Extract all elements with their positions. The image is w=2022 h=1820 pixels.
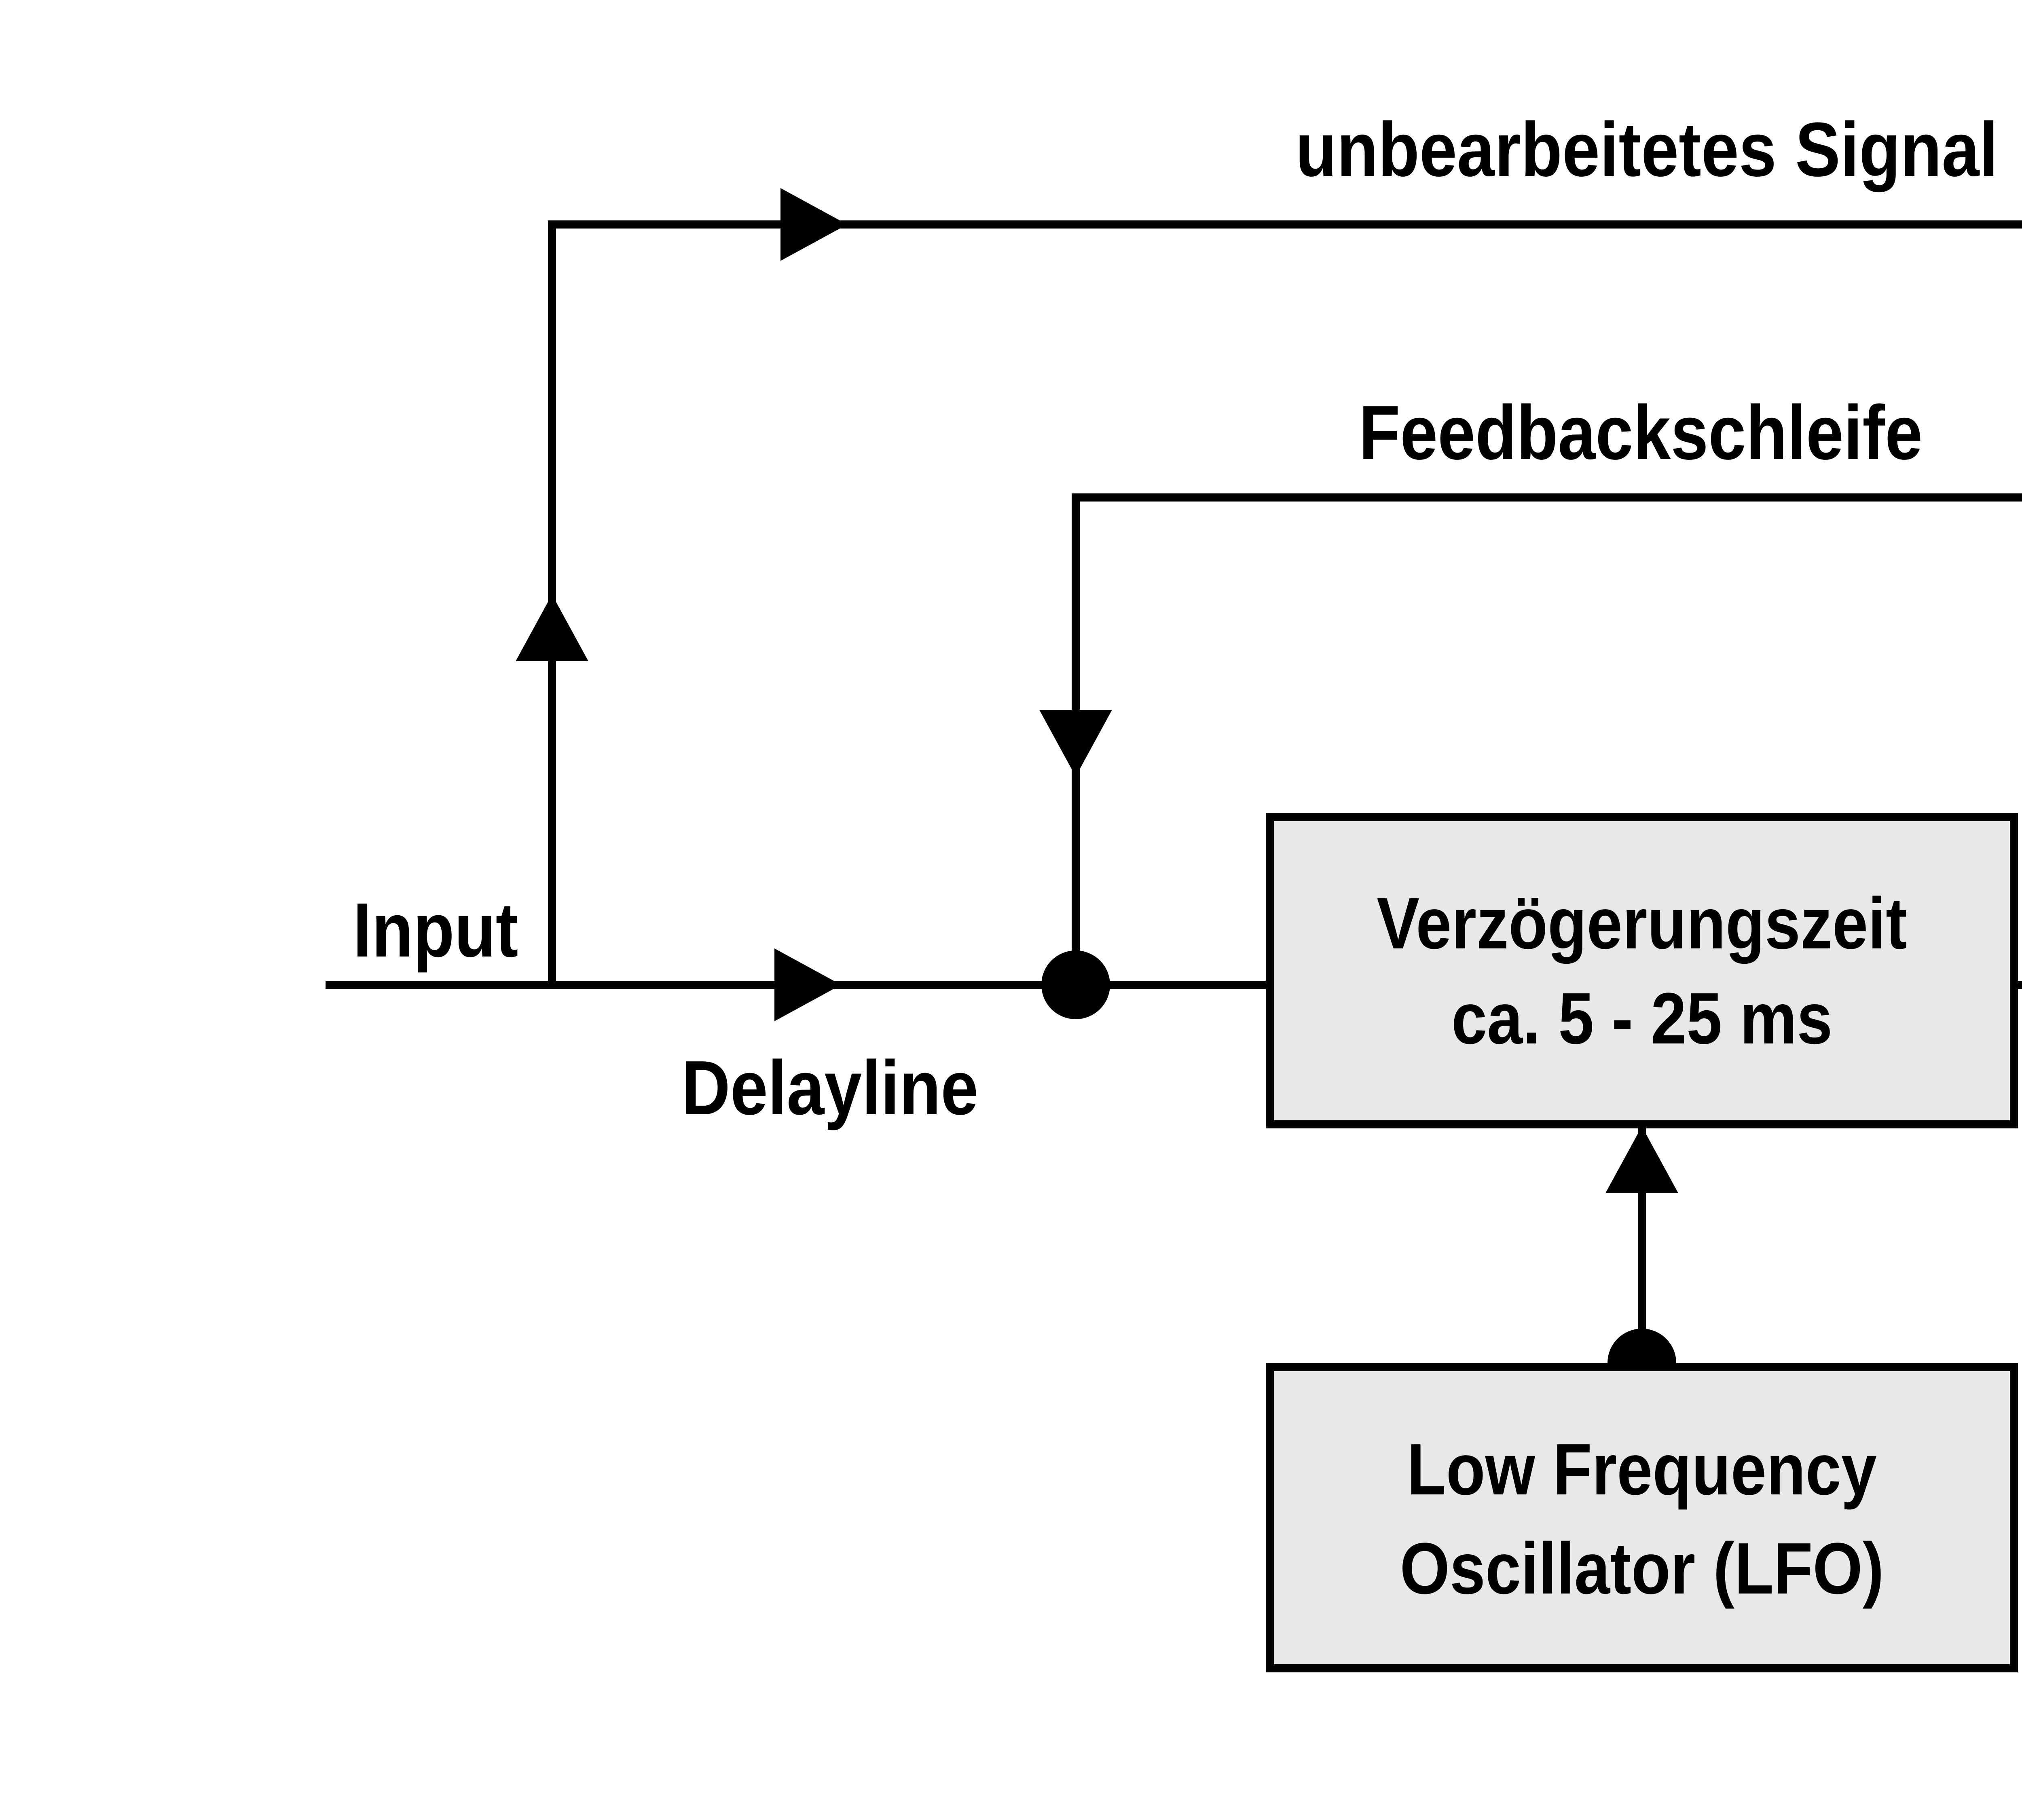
lfo-box-label-line1: Low Frequency: [1407, 1426, 1877, 1510]
input-label-wrap: Input: [0, 894, 1041, 971]
feedback-loop-label: Feedbackschleife: [1358, 392, 1922, 477]
lfo-box-label: Low Frequency Oscillator (LFO): [1400, 1419, 1884, 1617]
input-arrowhead-icon: [774, 948, 841, 1021]
delayline-label: Delayline: [680, 1048, 978, 1132]
lfo-modulation-arrowhead-icon: [1605, 1126, 1678, 1193]
lfo-box: Low Frequency Oscillator (LFO): [1266, 1363, 2018, 1672]
dry-signal-arrowhead-left-icon: [780, 188, 847, 261]
delay-box: Verzögerungszeit ca. 5 - 25 ms: [1266, 813, 2018, 1128]
lfo-box-label-line2: Oscillator (LFO): [1400, 1526, 1884, 1609]
unprocessed-signal-label-wrap: unbearbeitetes Signal: [1039, 113, 2022, 190]
feedback-loop-label-wrap: Feedbackschleife: [1033, 396, 2022, 473]
delay-box-label-line2: ca. 5 - 25 ms: [1451, 977, 1833, 1060]
dry-branch-up-arrowhead-icon: [516, 595, 588, 661]
junction-dot-feedback-return: [1041, 950, 1110, 1019]
unprocessed-signal-line: [548, 220, 2022, 229]
delayline-label-wrap: Delayline: [222, 1052, 1436, 1128]
input-label: Input: [352, 890, 518, 975]
unprocessed-signal-label: unbearbeitetes Signal: [1294, 109, 1997, 194]
feedback-loop-line: [1072, 493, 2022, 502]
feedback-return-down-arrowhead-icon: [1039, 710, 1112, 777]
delay-box-label-line1: Verzögerungszeit: [1377, 882, 1907, 965]
delay-box-label: Verzögerungszeit ca. 5 - 25 ms: [1377, 876, 1907, 1066]
